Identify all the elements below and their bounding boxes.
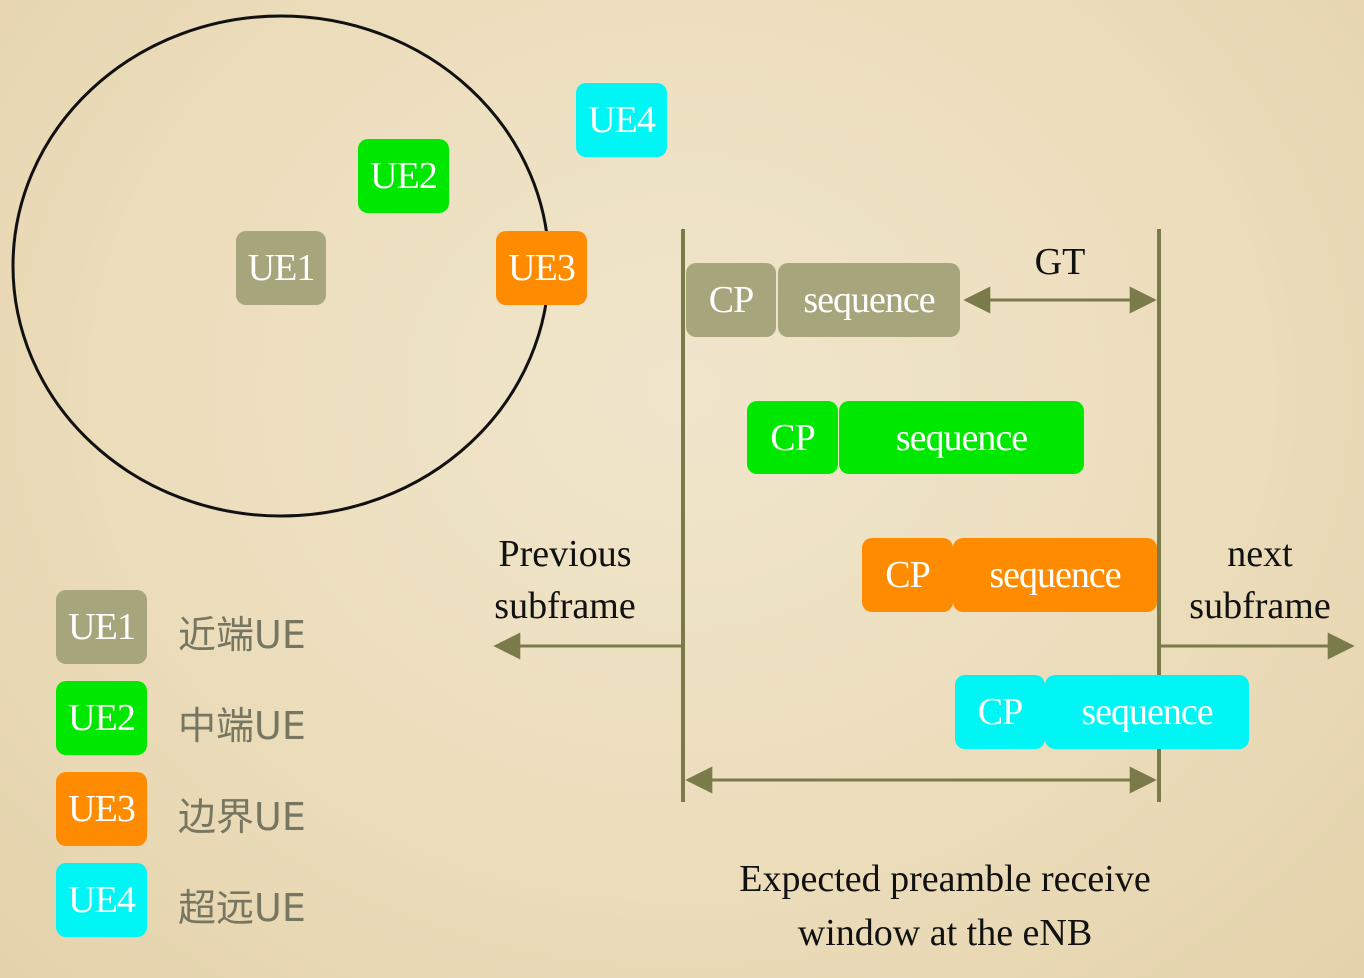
window-label-line1: Expected preamble receive xyxy=(739,858,1151,900)
next-label-line2: subframe xyxy=(1189,585,1331,627)
next-subframe-label: next subframe xyxy=(1165,528,1355,632)
previous-subframe-label: Previous subframe xyxy=(460,528,670,632)
legend-ue3-label: 边界UE xyxy=(178,795,306,839)
preamble-cp-ue1: CP xyxy=(686,263,776,337)
receive-window-label: Expected preamble receive window at the … xyxy=(670,852,1220,960)
legend-ue4-label: 超远UE xyxy=(178,886,306,930)
ue1-marker: UE1 xyxy=(236,231,326,305)
legend-ue3-tag: UE3 xyxy=(56,772,147,846)
legend-ue2-label: 中端UE xyxy=(178,704,306,748)
legend-ue4-tag: UE4 xyxy=(56,863,147,937)
window-label-line2: window at the eNB xyxy=(797,912,1093,954)
preamble-seq-ue2: sequence xyxy=(839,401,1084,474)
preamble-cp-ue2: CP xyxy=(747,401,838,474)
gt-label: GT xyxy=(1034,241,1086,283)
next-label-line1: next xyxy=(1227,533,1293,575)
legend-ue1-tag: UE1 xyxy=(56,590,147,664)
preamble-seq-ue1: sequence xyxy=(778,263,960,337)
preamble-cp-ue4: CP xyxy=(955,675,1045,749)
legend-ue1-label: 近端UE xyxy=(178,613,306,657)
ue2-marker: UE2 xyxy=(358,139,449,213)
previous-label-line1: Previous xyxy=(498,533,632,575)
ue4-marker: UE4 xyxy=(576,83,667,157)
preamble-seq-ue4: sequence xyxy=(1045,675,1249,749)
preamble-seq-ue3: sequence xyxy=(953,538,1157,612)
ue3-marker: UE3 xyxy=(496,231,587,305)
preamble-cp-ue3: CP xyxy=(862,538,953,612)
previous-label-line2: subframe xyxy=(494,585,636,627)
legend-ue2-tag: UE2 xyxy=(56,681,147,755)
